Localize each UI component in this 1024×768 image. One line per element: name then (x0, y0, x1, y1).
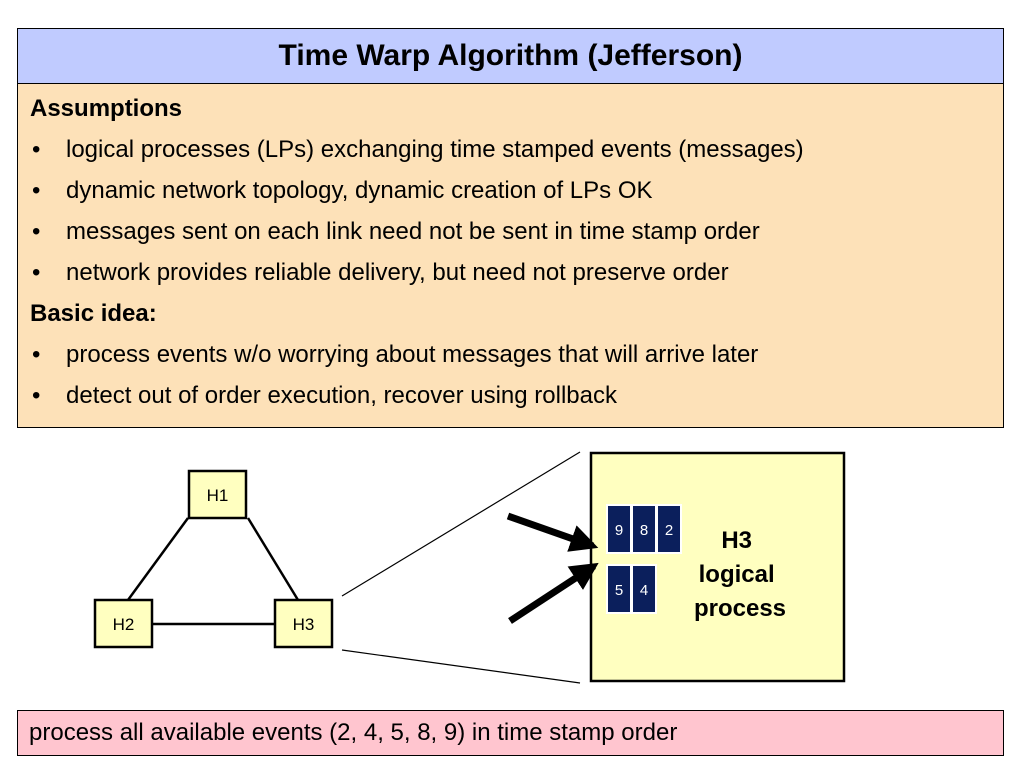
assumption-bullet: • dynamic network topology, dynamic creat… (30, 174, 991, 215)
node-h1-label: H1 (207, 486, 229, 505)
assumption-bullet: • network provides reliable delivery, but… (30, 256, 991, 297)
zoom-line-bottom (341, 649, 581, 684)
arrow-incoming-bottom (508, 562, 599, 624)
basic-idea-heading: Basic idea: (30, 300, 157, 327)
bullet-text: network provides reliable delivery, but … (66, 259, 729, 286)
lp-label: H3 logical process (694, 527, 786, 622)
bullet-text: dynamic network topology, dynamic creati… (66, 177, 653, 204)
event-queue-bottom: 5 4 (606, 564, 657, 614)
footer-note: process all available events (2, 4, 5, 8… (17, 710, 1004, 756)
event-label: 2 (665, 522, 673, 539)
lp-label-line: process (694, 595, 786, 622)
node-h1: H1 (187, 469, 248, 520)
basic-idea-bullet: • detect out of order execution, recover … (30, 379, 991, 420)
edge-h1-h3 (246, 517, 300, 601)
assumption-bullet: • logical processes (LPs) exchanging time… (30, 133, 991, 174)
event-box (606, 504, 632, 554)
lp-label-line: H3 (721, 527, 752, 554)
bullet-text: detect out of order execution, recover u… (66, 382, 617, 409)
event-box (656, 504, 682, 554)
content-panel: Assumptions • logical processes (LPs) exc… (17, 84, 1004, 428)
edge-h1-h2 (126, 517, 190, 601)
assumptions-heading: Assumptions (30, 95, 183, 122)
event-box (631, 564, 657, 614)
footer-text: process all available events (2, 4, 5, 8… (29, 719, 678, 746)
event-box (631, 504, 657, 554)
slide-title: Time Warp Algorithm (Jefferson) (17, 28, 1004, 84)
event-queue-top: 9 8 2 (606, 504, 682, 554)
event-label: 5 (615, 582, 623, 599)
bullet-dot: • (32, 382, 41, 409)
bullet-text: messages sent on each link need not be s… (66, 218, 760, 245)
zoom-line-top (341, 451, 581, 597)
event-label: 9 (615, 522, 623, 539)
node-h2-label: H2 (113, 615, 135, 634)
arrow-incoming-top (506, 512, 599, 552)
bullet-dot: • (32, 259, 41, 286)
bullet-text: logical processes (LPs) exchanging time … (66, 136, 804, 163)
node-h3: H3 (273, 598, 334, 649)
event-label: 8 (640, 522, 648, 539)
bullet-dot: • (32, 218, 41, 245)
event-label: 4 (640, 582, 648, 599)
bullet-text: process events w/o worrying about messag… (66, 341, 759, 368)
node-h3-label: H3 (293, 615, 315, 634)
bullet-dot: • (32, 136, 41, 163)
lp-label-line: logical (699, 561, 775, 588)
node-h2: H2 (93, 598, 154, 649)
bullet-dot: • (32, 177, 41, 204)
assumption-bullet: • messages sent on each link need not be … (30, 215, 991, 256)
basic-idea-bullet: • process events w/o worrying about messa… (30, 338, 991, 379)
bullet-dot: • (32, 341, 41, 368)
